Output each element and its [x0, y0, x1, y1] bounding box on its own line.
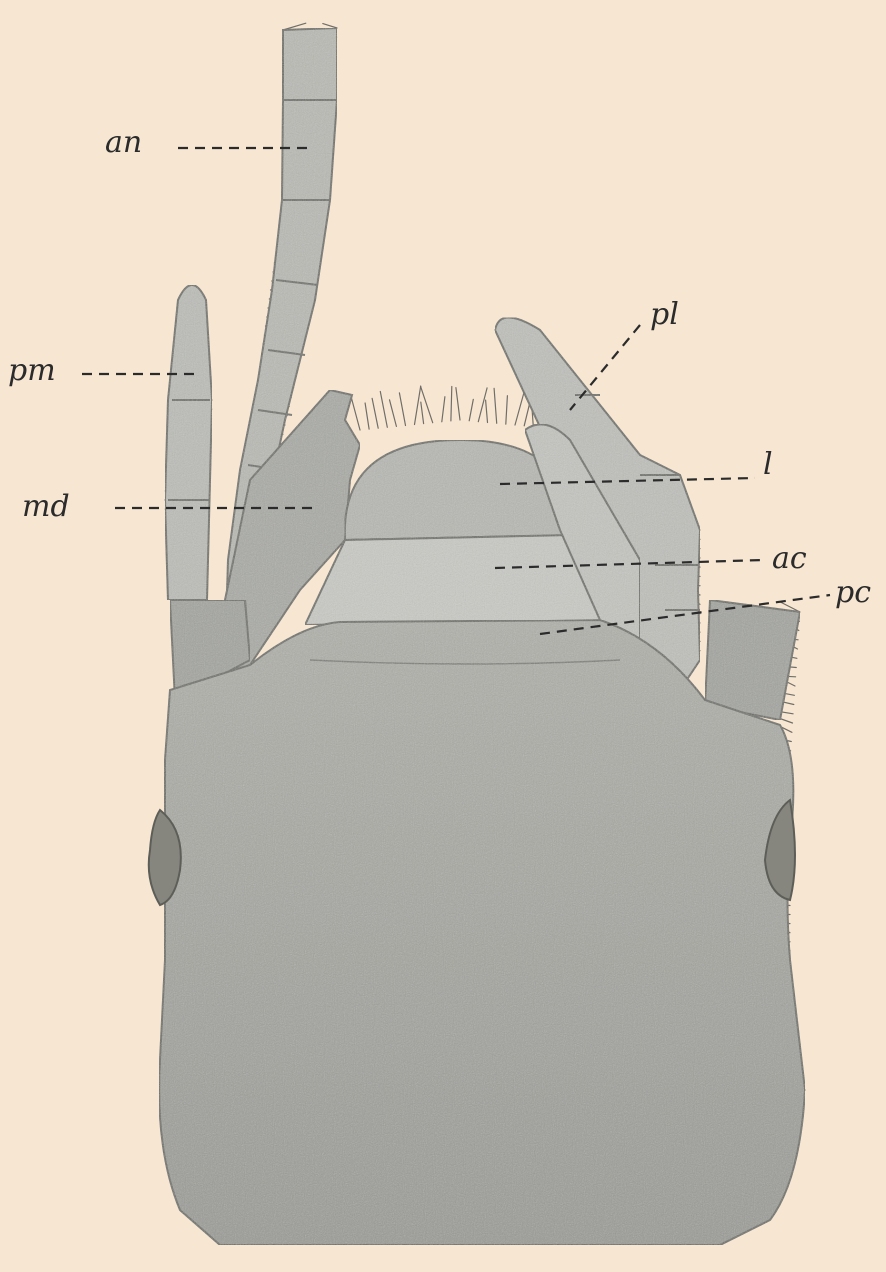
seta-hair [399, 393, 405, 426]
seta-hair [494, 388, 497, 423]
seta-hair [380, 392, 387, 428]
seta-hair [486, 400, 488, 422]
seta-hair [365, 403, 369, 429]
label-pm: pm [8, 356, 56, 386]
leader-pl [570, 325, 640, 410]
seta-hair [372, 398, 378, 428]
seta-hair [351, 398, 360, 430]
label-l: l [763, 450, 773, 480]
anteclypeus [305, 535, 610, 625]
label-pc: pc [835, 578, 871, 608]
label-ac: ac [772, 544, 807, 574]
label-pl: pl [650, 300, 679, 330]
seta-hair [469, 399, 473, 420]
seta-hair [390, 400, 397, 427]
seta-hair [415, 386, 421, 424]
seta-hair [506, 396, 508, 425]
seta-hair [515, 394, 524, 426]
label-an: an [105, 128, 142, 158]
maxillary-palp [165, 285, 212, 600]
seta-hair [442, 397, 445, 422]
seta-hair [451, 387, 452, 421]
seta-hair [456, 388, 460, 420]
head-capsule [159, 620, 805, 1245]
label-md: md [22, 492, 70, 522]
seta-hair [421, 402, 424, 424]
